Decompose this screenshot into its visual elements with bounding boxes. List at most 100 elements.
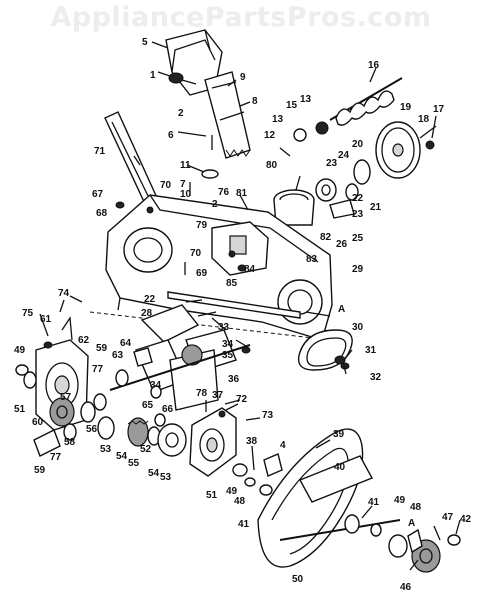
callout-77b: 77 <box>50 452 62 463</box>
callout-63: 63 <box>112 350 124 361</box>
callout-21: 21 <box>370 202 382 213</box>
callout-15: 15 <box>286 100 298 111</box>
callout-40: 40 <box>334 462 346 473</box>
callout-58: 58 <box>64 437 76 448</box>
callout-16: 16 <box>368 60 380 71</box>
callout-65: 65 <box>142 400 154 411</box>
callout-70b: 70 <box>190 248 202 259</box>
callout-75: 75 <box>22 308 34 319</box>
callout-39: 39 <box>333 429 345 440</box>
callout-56: 56 <box>86 424 98 435</box>
callout-35: 35 <box>222 350 234 361</box>
callout-10: 10 <box>180 189 192 200</box>
callout-A-housing: A <box>338 304 345 315</box>
auger-flight-drawing <box>257 428 401 568</box>
pulley-drawing <box>353 121 437 185</box>
gear-set-drawing <box>97 413 187 457</box>
callout-83: 83 <box>306 254 318 265</box>
chute-flange-drawing <box>273 189 315 226</box>
right-gear-case-drawing <box>189 399 248 477</box>
callout-41b: 41 <box>238 519 250 530</box>
callout-31: 31 <box>365 345 377 356</box>
callout-2: 2 <box>178 108 184 119</box>
callout-32: 32 <box>370 372 382 383</box>
callout-53b: 53 <box>160 472 172 483</box>
callout-7: 7 <box>180 179 186 190</box>
chute-bracket-arm-drawing <box>104 111 159 207</box>
callout-5: 5 <box>142 37 148 48</box>
callout-51a: 51 <box>14 404 26 415</box>
callout-25: 25 <box>352 233 364 244</box>
callout-66: 66 <box>162 404 174 415</box>
callout-82: 82 <box>320 232 332 243</box>
callout-42: 42 <box>460 514 472 525</box>
callout-34b: 34 <box>150 380 162 391</box>
callout-28: 28 <box>141 308 153 319</box>
callout-12: 12 <box>264 130 276 141</box>
callout-71: 71 <box>94 146 106 157</box>
callout-48a: 48 <box>410 502 422 513</box>
scraper-bar-drawing <box>89 291 331 341</box>
callout-2-bracket: 2 <box>212 199 218 210</box>
callout-77a: 77 <box>92 364 104 375</box>
callout-73: 73 <box>262 410 274 421</box>
bearing-set-drawing <box>315 178 359 219</box>
callout-13a: 13 <box>272 114 284 125</box>
callout-50: 50 <box>292 574 304 585</box>
callout-11: 11 <box>180 160 191 171</box>
chute-crank-knob-drawing <box>168 72 197 85</box>
chute-lower-tube-drawing <box>204 71 251 159</box>
callout-8: 8 <box>252 96 258 107</box>
callout-49b: 49 <box>226 486 238 497</box>
belt-loop-drawing <box>297 329 353 371</box>
callout-29: 29 <box>352 264 364 275</box>
line-art <box>15 29 461 573</box>
callout-13b: 13 <box>300 94 312 105</box>
callout-6: 6 <box>168 130 174 141</box>
callout-49a: 49 <box>14 345 26 356</box>
callout-54a: 54 <box>116 451 128 462</box>
callout-79: 79 <box>196 220 208 231</box>
callout-41a: 41 <box>368 497 380 508</box>
callout-54b: 54 <box>148 468 160 479</box>
callout-17: 17 <box>433 104 445 115</box>
callout-38: 38 <box>246 436 258 447</box>
watermark: AppliancePartsPros.com <box>50 2 432 33</box>
callout-36: 36 <box>228 374 240 385</box>
callout-53a: 53 <box>100 444 112 455</box>
callout-84: 84 <box>244 264 256 275</box>
leader-lines <box>39 41 461 571</box>
callout-labels: 1 2 4 5 6 7 8 9 10 11 12 13 13 15 16 17 … <box>14 37 472 593</box>
fasteners-drawing <box>43 135 435 418</box>
callout-85: 85 <box>226 278 238 289</box>
callout-69: 69 <box>196 268 208 279</box>
callout-81: 81 <box>236 188 248 199</box>
impeller-drawing <box>109 304 251 411</box>
callout-68: 68 <box>96 208 108 219</box>
callout-37: 37 <box>212 390 224 401</box>
callout-34a: 34 <box>222 339 234 350</box>
callout-26: 26 <box>336 239 348 250</box>
callout-9: 9 <box>240 72 246 83</box>
callout-70a: 70 <box>160 180 172 191</box>
callout-23b: 23 <box>352 209 364 220</box>
callout-52: 52 <box>140 444 152 455</box>
callout-48b: 48 <box>234 496 246 507</box>
callout-74: 74 <box>58 288 70 299</box>
callout-59a: 59 <box>96 343 108 354</box>
callout-78: 78 <box>196 388 208 399</box>
callout-72: 72 <box>236 394 248 405</box>
callout-A-end: A <box>408 518 415 529</box>
callout-18: 18 <box>418 114 430 125</box>
left-bearing-parts-drawing <box>15 364 107 457</box>
callout-76: 76 <box>218 187 230 198</box>
callout-59b: 59 <box>34 465 46 476</box>
auger-middle-parts-drawing <box>115 317 247 399</box>
bushing-parts-drawing <box>244 445 283 496</box>
callout-22a: 22 <box>352 193 364 204</box>
auger-shaft-drawing <box>279 77 403 157</box>
callout-4: 4 <box>280 440 286 451</box>
callout-46: 46 <box>400 582 412 593</box>
callout-61: 61 <box>40 314 52 325</box>
